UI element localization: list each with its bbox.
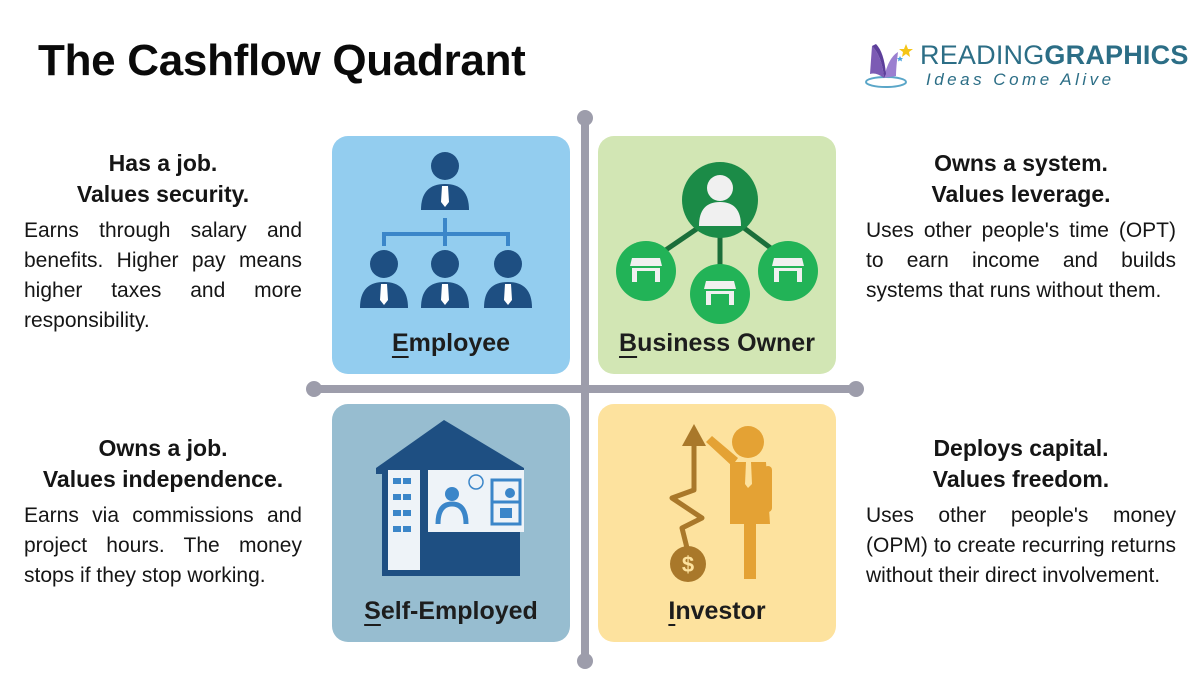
- business-owner-label: Business Owner: [619, 329, 815, 357]
- self-employed-body: Earns via commissions and project hours.…: [24, 504, 302, 587]
- employee-label: Employee: [391, 329, 511, 357]
- self-employed-description: Owns a job. Values independence. Earns v…: [24, 433, 302, 591]
- investor-growth-arrow-icon: $: [669, 424, 772, 582]
- self-employed-label: Self-Employed: [364, 597, 538, 625]
- investor-body: Uses other people's money (OPM) to creat…: [866, 504, 1176, 587]
- self-employed-heading-1: Owns a job.: [98, 435, 228, 461]
- page-title: The Cashflow Quadrant: [38, 36, 526, 85]
- employee-heading-1: Has a job.: [108, 150, 218, 176]
- svg-text:$: $: [682, 552, 694, 577]
- horizontal-axis: [314, 385, 856, 393]
- axis-end-dot-left: [306, 381, 322, 397]
- axis-end-dot-right: [848, 381, 864, 397]
- investor-label: Investor: [668, 597, 766, 625]
- business-owner-card: Business Owner: [598, 136, 836, 374]
- axis-end-dot-bottom: [577, 653, 593, 669]
- axis-end-dot-top: [577, 110, 593, 126]
- owner-with-stores-icon: [616, 162, 818, 324]
- business-owner-heading-2: Values leverage.: [931, 181, 1111, 207]
- book-stars-icon: [865, 44, 913, 88]
- business-owner-heading-1: Owns a system.: [934, 150, 1108, 176]
- investor-card: $ Investor: [598, 404, 836, 642]
- employee-card: Employee: [332, 136, 570, 374]
- logo-wordmark: READINGGRAPHICS: [920, 40, 1189, 70]
- investor-heading-2: Values freedom.: [932, 466, 1110, 492]
- self-employed-card: Self-Employed: [332, 404, 570, 642]
- org-chart-people-icon: [360, 152, 532, 308]
- business-owner-body: Uses other people's time (OPT) to earn i…: [866, 219, 1176, 302]
- employee-body: Earns through salary and benefits. Highe…: [24, 219, 302, 332]
- business-owner-description: Owns a system. Values leverage. Uses oth…: [866, 148, 1176, 306]
- investor-heading-1: Deploys capital.: [933, 435, 1109, 461]
- readinggraphics-logo: READINGGRAPHICS Ideas Come Alive: [862, 38, 1188, 90]
- logo-tagline: Ideas Come Alive: [926, 70, 1115, 89]
- employee-description: Has a job. Values security. Earns throug…: [24, 148, 302, 336]
- employee-heading-2: Values security.: [76, 181, 250, 207]
- self-employed-heading-2: Values independence.: [42, 466, 284, 492]
- investor-description: Deploys capital. Values freedom. Uses ot…: [866, 433, 1176, 591]
- shop-house-icon: [376, 420, 524, 576]
